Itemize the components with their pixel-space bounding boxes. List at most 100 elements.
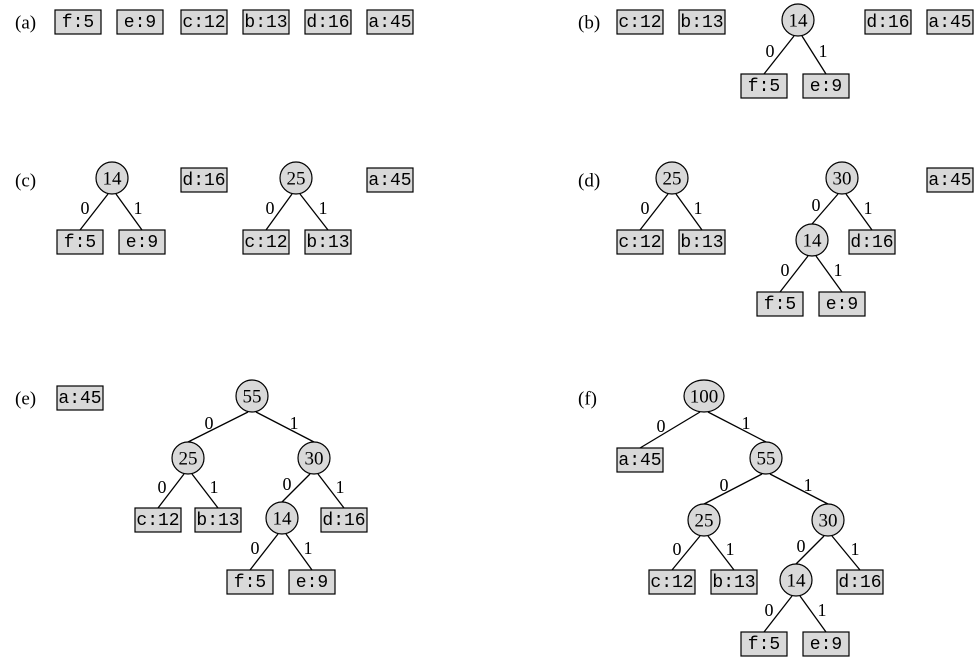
leaf-label: b:13: [244, 13, 287, 33]
node-circle: [297, 441, 331, 475]
leaf-box: [366, 9, 414, 35]
leaf-box: [54, 9, 102, 35]
leaf-node: b:13: [194, 507, 242, 533]
leaf-box: [864, 9, 912, 35]
leaf-node: a:45: [366, 167, 414, 193]
edge-bit-label: 1: [864, 198, 873, 218]
internal-node: 30: [825, 161, 859, 195]
leaf-node: b:13: [242, 9, 290, 35]
leaf-label: b:13: [680, 233, 723, 253]
leaf-box: [836, 569, 884, 595]
leaf-box: [648, 569, 696, 595]
leaf-node: f:5: [740, 631, 788, 657]
node-weight: 25: [663, 169, 682, 190]
node-circle: [171, 441, 205, 475]
tree-edge: [115, 193, 143, 231]
tree-edge: [707, 411, 767, 443]
leaf-node: d:16: [864, 9, 912, 35]
leaf-box: [926, 167, 974, 193]
edge-bit-label: 0: [657, 416, 666, 436]
leaf-node: d:16: [180, 167, 228, 193]
internal-node: 25: [687, 503, 721, 537]
leaf-node: c:12: [242, 229, 290, 255]
edge-bit-label: 0: [673, 539, 682, 559]
node-weight: 14: [103, 169, 123, 190]
leaf-node: e:9: [802, 631, 850, 657]
leaf-box: [194, 507, 242, 533]
leaf-box: [678, 9, 726, 35]
leaf-box: [304, 229, 352, 255]
leaf-label: b:13: [680, 13, 723, 33]
leaf-box: [180, 9, 228, 35]
tree-edge: [763, 35, 795, 75]
leaf-node: c:12: [648, 569, 696, 595]
leaf-box: [134, 507, 182, 533]
leaf-node: c:12: [616, 229, 664, 255]
edge-bit-label: 1: [742, 413, 751, 433]
edge-bit-label: 0: [765, 600, 774, 620]
leaf-box: [56, 229, 104, 255]
edge-bit-label: 1: [319, 198, 328, 218]
leaf-box: [56, 385, 104, 411]
internal-node: 25: [655, 161, 689, 195]
leaf-node: b:13: [304, 229, 352, 255]
internal-node: 30: [297, 441, 331, 475]
node-circle: [779, 563, 813, 597]
edge-bit-label: 0: [797, 536, 806, 556]
panel-label: (f): [578, 389, 597, 410]
internal-node: 14: [781, 3, 815, 37]
node-circle: [749, 441, 783, 475]
tree-edge: [281, 473, 311, 503]
leaf-label: e:9: [810, 77, 842, 97]
node-weight: 25: [695, 511, 714, 532]
internal-node: 25: [279, 161, 313, 195]
node-weight: 25: [179, 449, 198, 470]
edge-bit-label: 1: [804, 475, 813, 495]
leaf-label: f:5: [234, 573, 266, 593]
tree-edge: [639, 411, 701, 449]
edge-bit-label: 1: [726, 539, 735, 559]
edge-bit-label: 1: [819, 41, 828, 61]
leaf-box: [926, 9, 974, 35]
edge-bit-label: 1: [134, 198, 143, 218]
leaf-box: [802, 73, 850, 99]
edge-bit-label: 1: [336, 477, 345, 497]
leaf-label: e:9: [296, 573, 328, 593]
internal-node: 14: [95, 161, 129, 195]
tree-edge: [255, 411, 315, 443]
internal-node: 14: [795, 223, 829, 257]
edge-bit-label: 0: [81, 198, 90, 218]
leaf-label: f:5: [748, 77, 780, 97]
leaf-label: a:45: [368, 171, 411, 191]
leaf-box: [242, 9, 290, 35]
edge-bit-label: 1: [694, 198, 703, 218]
edge-bit-label: 0: [720, 475, 729, 495]
leaf-box: [818, 291, 866, 317]
leaf-label: f:5: [764, 295, 796, 315]
edge-bit-label: 0: [812, 195, 821, 215]
leaf-label: d:16: [850, 233, 893, 253]
leaf-box: [616, 9, 664, 35]
leaf-box: [118, 229, 166, 255]
tree-edge: [299, 193, 329, 231]
tree-edge: [317, 473, 345, 509]
leaf-box: [678, 229, 726, 255]
edge-bit-label: 0: [251, 538, 260, 558]
edge-bit-label: 1: [304, 538, 313, 558]
leaf-node: a:45: [926, 167, 974, 193]
leaf-box: [848, 229, 896, 255]
leaf-node: d:16: [848, 229, 896, 255]
edge-bit-label: 1: [834, 260, 843, 280]
node-circle: [825, 161, 859, 195]
leaf-label: f:5: [748, 635, 780, 655]
edge-bit-label: 0: [283, 474, 292, 494]
tree-edge: [187, 411, 249, 443]
leaf-label: d:16: [838, 573, 881, 593]
leaf-label: a:45: [58, 389, 101, 409]
internal-node: 30: [811, 503, 845, 537]
leaf-node: c:12: [616, 9, 664, 35]
